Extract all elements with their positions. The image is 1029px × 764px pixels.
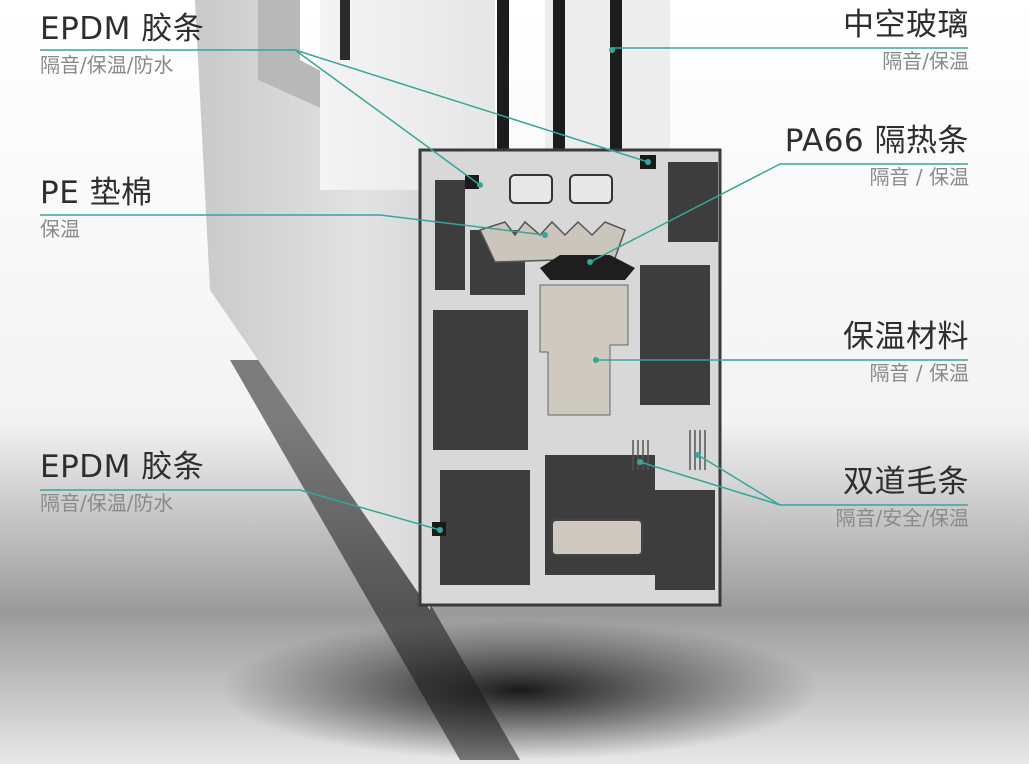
label-subtitle: 保温: [40, 216, 80, 241]
label-title: 中空玻璃: [843, 7, 969, 43]
glass-spacer-strip: [340, 0, 350, 60]
label-title: 保温材料: [843, 319, 969, 355]
brush-strips: [632, 430, 706, 470]
label-subtitle: 隔音/保温/防水: [40, 490, 174, 515]
glass-spacer-3: [610, 0, 622, 180]
glass-spacer-beads: [509, 174, 613, 204]
label-subtitle: 隔音/保温: [882, 48, 969, 73]
label-insulation: 保温材料 隔音 / 保温: [843, 319, 969, 385]
label-title: PA66 隔热条: [784, 123, 969, 159]
label-subtitle: 隔音 / 保温: [869, 360, 969, 385]
label-title: EPDM 胶条: [40, 449, 205, 485]
label-pe-foam: PE 垫棉 保温: [40, 175, 153, 241]
label-double-brush: 双道毛条 隔音/安全/保温: [835, 464, 969, 530]
frame-reflection: [230, 360, 520, 760]
epdm-gasket-top: [465, 175, 479, 189]
insulation-block: [539, 284, 629, 416]
glass-pane-right: [545, 0, 670, 150]
floor-shadow: [220, 620, 820, 760]
lower-insulation-strip: [551, 519, 643, 556]
label-subtitle: 隔音 / 保温: [869, 164, 969, 189]
label-title: 双道毛条: [843, 464, 969, 500]
label-subtitle: 隔音/保温/防水: [40, 52, 174, 77]
label-epdm-top: EPDM 胶条 隔音/保温/防水: [40, 11, 205, 77]
label-hollow-glass: 中空玻璃 隔音/保温: [843, 7, 969, 73]
leader-lines: [40, 47, 968, 531]
pa66-thermal-strip: [540, 255, 635, 280]
leader-dots: [437, 47, 701, 533]
pe-foam-pad: [478, 220, 626, 263]
label-title: PE 垫棉: [40, 175, 153, 211]
label-subtitle: 隔音/安全/保温: [835, 505, 969, 530]
label-epdm-bottom: EPDM 胶条 隔音/保温/防水: [40, 449, 205, 515]
label-pa66-strip: PA66 隔热条 隔音 / 保温: [784, 123, 969, 189]
label-title: EPDM 胶条: [40, 11, 205, 47]
